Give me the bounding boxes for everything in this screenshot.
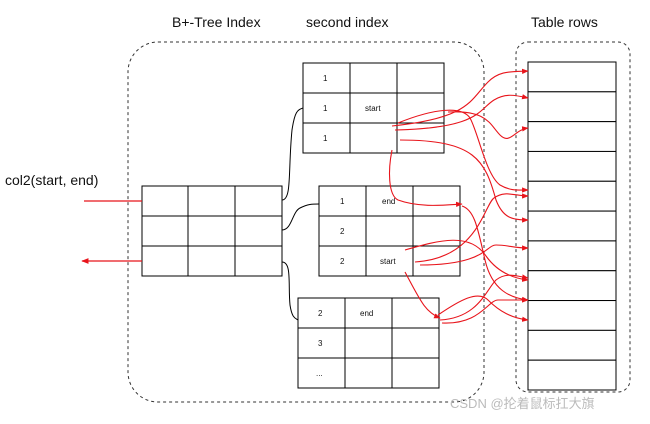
input-key-label: col2(start, end) <box>5 172 98 188</box>
root-node <box>141 185 283 277</box>
brace-root-to-top <box>281 107 304 201</box>
btree-index-title: B+-Tree Index <box>172 14 261 30</box>
pointer-bot-2 <box>441 297 529 324</box>
table-row <box>527 210 617 242</box>
table-row <box>527 240 617 272</box>
node-mid-tag-1: end <box>382 197 395 206</box>
node-bot <box>297 297 440 389</box>
table-row <box>527 300 617 331</box>
pointer-mid-5 <box>404 271 441 319</box>
table-rows-group-border <box>515 41 631 393</box>
table-rows-title: Table rows <box>531 14 598 30</box>
table-row <box>527 270 617 302</box>
node-mid <box>318 185 461 277</box>
table-row <box>527 121 617 152</box>
pointer-start-to-end <box>388 149 463 207</box>
table-row <box>527 180 617 212</box>
pointer-mid-3 <box>404 239 529 282</box>
table-row <box>527 150 617 182</box>
brace-root-to-bot <box>281 261 299 321</box>
node-mid-key-3: 2 <box>340 257 345 266</box>
pointer-mid-1 <box>414 193 529 263</box>
table-row <box>527 329 617 361</box>
node-top-tag-2: start <box>365 104 381 113</box>
node-mid-key-1: 1 <box>340 197 345 206</box>
node-top-key-2: 1 <box>323 104 328 113</box>
second-index-title: second index <box>306 14 389 30</box>
table-row <box>527 359 617 391</box>
brace-root-to-mid <box>281 203 320 231</box>
node-mid-tag-3: start <box>380 257 396 266</box>
node-mid-key-2: 2 <box>340 227 345 236</box>
node-bot-key-1: 2 <box>318 309 323 318</box>
node-top-key-1: 1 <box>323 74 328 83</box>
pointer-top-4 <box>399 139 529 223</box>
watermark-text: CSDN @抡着鼠标扛大旗 <box>450 396 595 411</box>
node-top-key-3: 1 <box>323 134 328 143</box>
pointer-mid-2 <box>419 244 529 266</box>
btree-group-border <box>127 41 485 403</box>
table-row <box>527 61 617 93</box>
node-bot-key-2: 3 <box>318 339 323 348</box>
node-bot-tag-1: end <box>360 309 373 318</box>
pointer-top-5 <box>447 111 529 139</box>
node-top <box>302 62 445 154</box>
row-pointer-arrows <box>388 68 529 324</box>
pointer-top-3 <box>397 109 529 193</box>
pointer-top-2 <box>394 94 529 131</box>
table-rows-column <box>527 61 617 391</box>
pointer-bot-1 <box>439 274 529 321</box>
table-row <box>527 91 617 123</box>
pointer-mid-4 <box>461 205 529 302</box>
pointer-bot-3 <box>437 295 529 322</box>
pointer-top-1 <box>391 68 529 127</box>
node-bot-key-3: ... <box>316 369 323 378</box>
